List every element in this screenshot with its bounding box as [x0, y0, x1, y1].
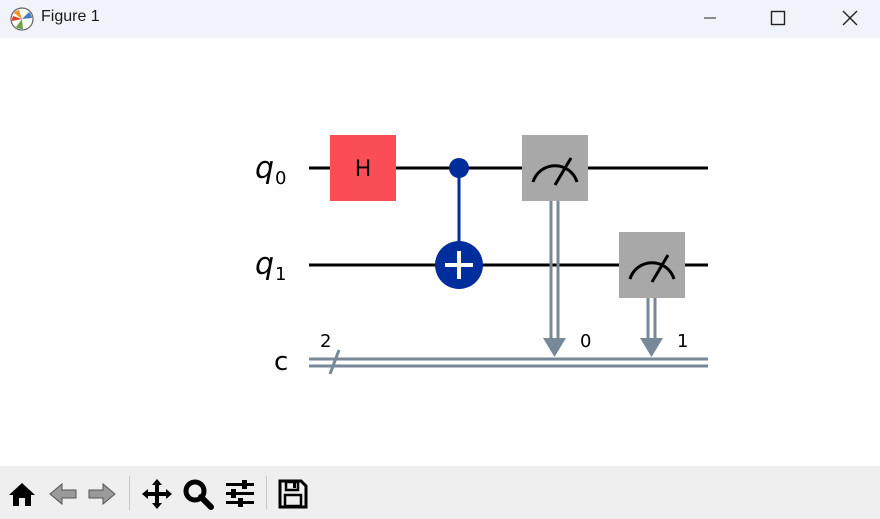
close-icon: [842, 10, 858, 26]
configure-subplots-icon: [226, 480, 254, 507]
close-button[interactable]: [820, 0, 880, 36]
register-size-label: 2: [320, 331, 331, 352]
forward-arrow-icon: [88, 482, 116, 506]
home-icon: [9, 483, 35, 506]
minimize-icon: [704, 17, 716, 19]
figure-canvas[interactable]: q0 q1 c 2 H: [0, 38, 880, 466]
pan-button[interactable]: [141, 478, 173, 510]
toolbar-separator: [266, 476, 267, 510]
back-button[interactable]: [47, 478, 79, 510]
save-icon: [278, 479, 308, 509]
home-button[interactable]: [6, 478, 38, 510]
back-arrow-icon: [49, 482, 77, 506]
zoom-icon: [183, 479, 214, 510]
toolbar-separator: [129, 476, 130, 510]
meter-icon: [628, 261, 676, 280]
clbit-label-0: 0: [580, 331, 591, 352]
cnot-control-dot: [449, 158, 469, 178]
navigation-toolbar: [0, 466, 880, 519]
classical-register-label: c: [274, 347, 288, 377]
window-title: Figure 1: [41, 8, 100, 25]
maximize-button[interactable]: [748, 0, 808, 36]
save-button[interactable]: [277, 478, 309, 510]
minimize-button[interactable]: [680, 0, 740, 36]
configure-subplots-button[interactable]: [224, 478, 256, 510]
qubit-label-q1: q1: [255, 247, 287, 285]
hadamard-gate: [330, 135, 396, 201]
hadamard-gate-label: H: [355, 157, 372, 182]
zoom-button[interactable]: [182, 478, 214, 510]
clbit-label-1: 1: [677, 331, 688, 352]
measure-arrow-0: [543, 338, 566, 357]
forward-button[interactable]: [86, 478, 118, 510]
cnot-gate: [435, 158, 483, 289]
qubit-label-q0: q0: [255, 151, 287, 189]
measure-gate-q1: [619, 232, 685, 357]
classical-wire: [309, 357, 708, 368]
measure-arrow-1: [640, 338, 663, 357]
pan-icon: [142, 479, 172, 509]
register-size-slash: [328, 349, 341, 375]
maximize-icon: [770, 10, 786, 26]
quantum-circuit-diagram: q0 q1 c 2 H: [255, 135, 708, 377]
measure-gate-q0: [522, 135, 588, 357]
title-bar: Figure 1: [0, 0, 880, 38]
meter-icon: [531, 164, 579, 183]
matplotlib-icon: [10, 7, 34, 31]
